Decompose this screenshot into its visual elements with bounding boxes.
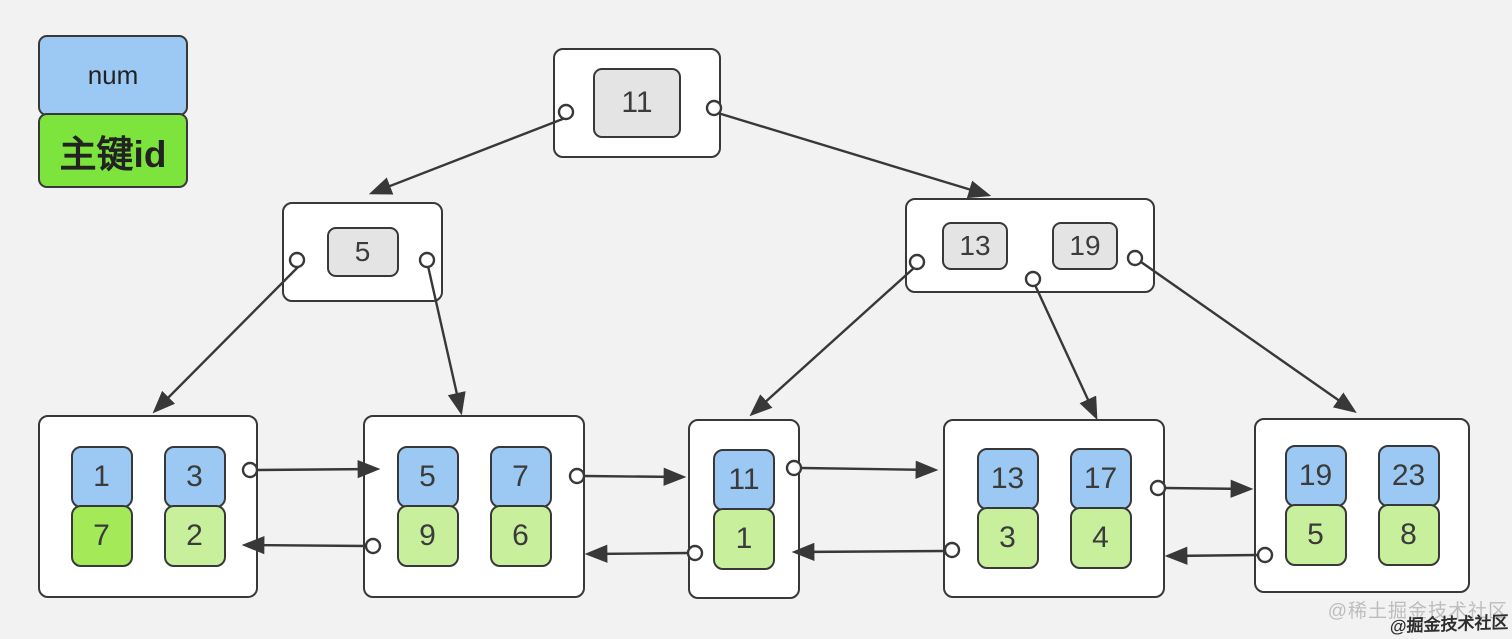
edge-left-to-leaf1 xyxy=(152,265,300,414)
num-cell: 1 xyxy=(70,446,133,508)
id-cell: 2 xyxy=(163,505,226,567)
id-cell: 4 xyxy=(1069,507,1132,569)
edge-leaf4-prev xyxy=(791,542,946,561)
leaf-node-3: 11 1 xyxy=(688,419,800,599)
id-cell: 5 xyxy=(1284,504,1347,566)
edge-leaf2-next xyxy=(584,467,687,486)
internal-node-left: 5 xyxy=(282,202,443,302)
leaf-pair: 19 5 xyxy=(1284,445,1347,566)
edge-leaf3-next xyxy=(801,460,939,479)
internal-node-right: 13 19 xyxy=(905,198,1155,293)
id-cell: 8 xyxy=(1377,504,1440,566)
internal-key: 5 xyxy=(326,227,399,277)
num-cell: 3 xyxy=(163,446,226,508)
leaf-node-1: 1 7 3 2 xyxy=(38,415,258,598)
legend-primary-key-box: 主键id xyxy=(38,113,188,188)
edge-leaf3-prev xyxy=(584,544,689,563)
legend-num-box: num xyxy=(38,35,188,116)
edge-leaf5-prev xyxy=(1164,546,1259,565)
leaf-pair: 5 9 xyxy=(396,446,459,567)
legend: num 主键id xyxy=(38,35,188,188)
id-cell: 3 xyxy=(976,507,1039,569)
root-key: 11 xyxy=(593,68,681,138)
leaf-node-4: 13 3 17 4 xyxy=(943,419,1165,598)
num-cell: 19 xyxy=(1284,445,1347,507)
id-cell: 9 xyxy=(396,505,459,567)
leaf-node-5: 19 5 23 8 xyxy=(1254,418,1470,593)
leaf-pair: 1 7 xyxy=(70,446,133,567)
num-cell: 11 xyxy=(713,448,775,511)
edge-root-to-right xyxy=(707,108,992,199)
internal-key: 19 xyxy=(1052,221,1118,270)
id-cell: 7 xyxy=(70,505,133,567)
legend-primary-key-label: 主键id xyxy=(59,133,167,175)
leaf-pair: 23 8 xyxy=(1377,445,1440,566)
num-cell: 23 xyxy=(1377,445,1440,507)
legend-num-label: num xyxy=(87,60,139,90)
num-cell: 17 xyxy=(1069,448,1132,510)
edge-root-to-left xyxy=(368,113,574,195)
internal-key: 13 xyxy=(942,221,1008,270)
leaf-pair: 13 3 xyxy=(976,448,1039,569)
id-cell: 1 xyxy=(713,507,775,570)
edge-leaf4-next xyxy=(1164,479,1254,498)
num-cell: 13 xyxy=(976,448,1039,510)
num-cell: 5 xyxy=(396,446,459,508)
edge-leaf1-next xyxy=(256,460,381,479)
edge-right-to-leaf3 xyxy=(749,266,916,417)
edge-right-to-leaf5 xyxy=(1140,261,1357,413)
root-node: 11 xyxy=(553,48,721,158)
leaf-node-2: 5 9 7 6 xyxy=(363,415,585,598)
leaf-pair: 7 6 xyxy=(489,446,552,567)
leaf-pair: 17 4 xyxy=(1069,448,1132,569)
leaf-pair: 11 1 xyxy=(713,448,775,570)
watermark-text-light: @稀土掘金技术社区 xyxy=(1327,601,1508,622)
edge-leaf2-prev xyxy=(241,536,367,555)
leaf-pair: 3 2 xyxy=(163,446,226,567)
num-cell: 7 xyxy=(489,446,552,508)
id-cell: 6 xyxy=(489,505,552,567)
watermark-text-dark: @掘金技术社区 xyxy=(1390,612,1510,637)
edge-right-to-leaf4 xyxy=(1033,284,1098,421)
